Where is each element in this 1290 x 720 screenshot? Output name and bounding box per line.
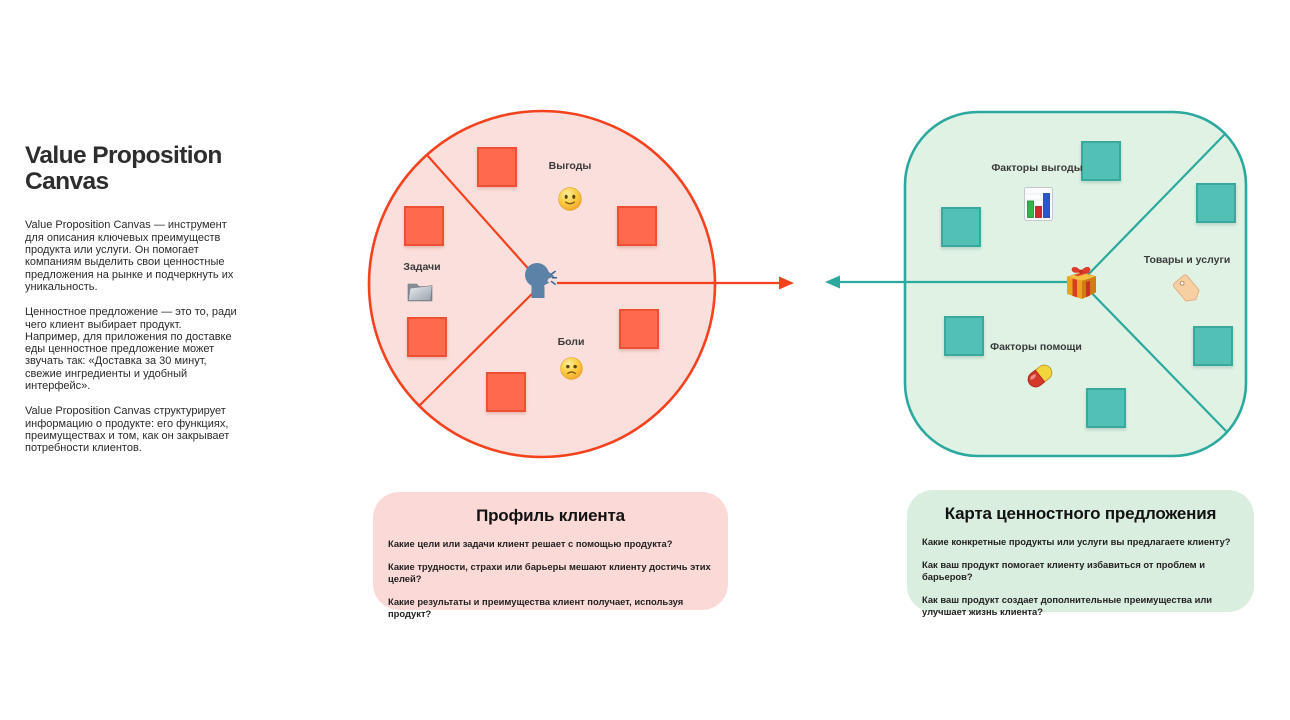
- value-map-divider: [1080, 132, 1227, 283]
- gift-icon: [1063, 261, 1099, 301]
- section-label-pains: Боли: [557, 336, 585, 348]
- section-label-gain-creators: Факторы выгоды: [991, 162, 1083, 174]
- slightly-smiling-face-icon: [558, 187, 582, 211]
- tag-icon: [1169, 271, 1205, 307]
- intro-paragraph-3: Value Proposition Canvas структурирует и…: [25, 405, 230, 455]
- intro-paragraph-2: Ценностное предложение — это то, ради че…: [25, 306, 237, 392]
- profile-divider: [418, 283, 543, 407]
- teal-arrowhead: [825, 275, 840, 289]
- intro-block: Value Proposition Canvas Value Propositi…: [25, 142, 265, 455]
- section-label-gains: Выгоды: [548, 160, 592, 172]
- card-title: Карта ценностного предложения: [944, 504, 1217, 523]
- red-arrowhead: [779, 276, 794, 290]
- sticky-note: [619, 309, 659, 349]
- sticky-note: [1086, 388, 1126, 428]
- sticky-note: [1193, 326, 1233, 366]
- pill-icon: [1023, 360, 1057, 392]
- intro-paragraph-1: Value Proposition Canvas — инструмент дл…: [25, 219, 234, 293]
- sticky-note: [477, 147, 517, 187]
- sticky-note: [1196, 183, 1236, 223]
- frowning-face-icon: [560, 357, 583, 380]
- value-map-divider: [1080, 281, 1227, 432]
- bar-chart-icon: [1024, 187, 1053, 221]
- card-question: Как ваш продукт помогает клиенту избавит…: [922, 558, 1205, 582]
- section-label-pain-relievers: Факторы помощи: [990, 341, 1082, 353]
- section-label-products-services: Товары и услуги: [1143, 254, 1231, 266]
- speaking-head-icon: [523, 261, 558, 299]
- sticky-note: [486, 372, 526, 412]
- card-question: Какие конкретные продукты или услуги вы …: [922, 535, 1231, 547]
- card-question: Какие цели или задачи клиент решает с по…: [388, 537, 673, 549]
- sticky-note: [941, 207, 981, 247]
- card-question: Как ваш продукт создает дополнительные п…: [922, 593, 1213, 617]
- sticky-note: [404, 206, 444, 246]
- card-question: Какие трудности, страхи или барьеры меша…: [388, 560, 711, 584]
- profile-divider: [426, 154, 543, 285]
- page-title: Value Proposition Canvas: [25, 142, 222, 195]
- sticky-note: [617, 206, 657, 246]
- sticky-note: [1081, 141, 1121, 181]
- card-question: Какие результаты и преимущества клиент п…: [388, 595, 684, 619]
- section-label-jobs: Задачи: [403, 261, 441, 273]
- sticky-note: [944, 316, 984, 356]
- card-title: Профиль клиента: [476, 506, 625, 525]
- value-map-card: Карта ценностного предложения Какие конк…: [907, 490, 1254, 617]
- folder-icon: [407, 281, 433, 302]
- sticky-note: [407, 317, 447, 357]
- customer-profile-card: Профиль клиента Какие цели или задачи кл…: [373, 492, 728, 619]
